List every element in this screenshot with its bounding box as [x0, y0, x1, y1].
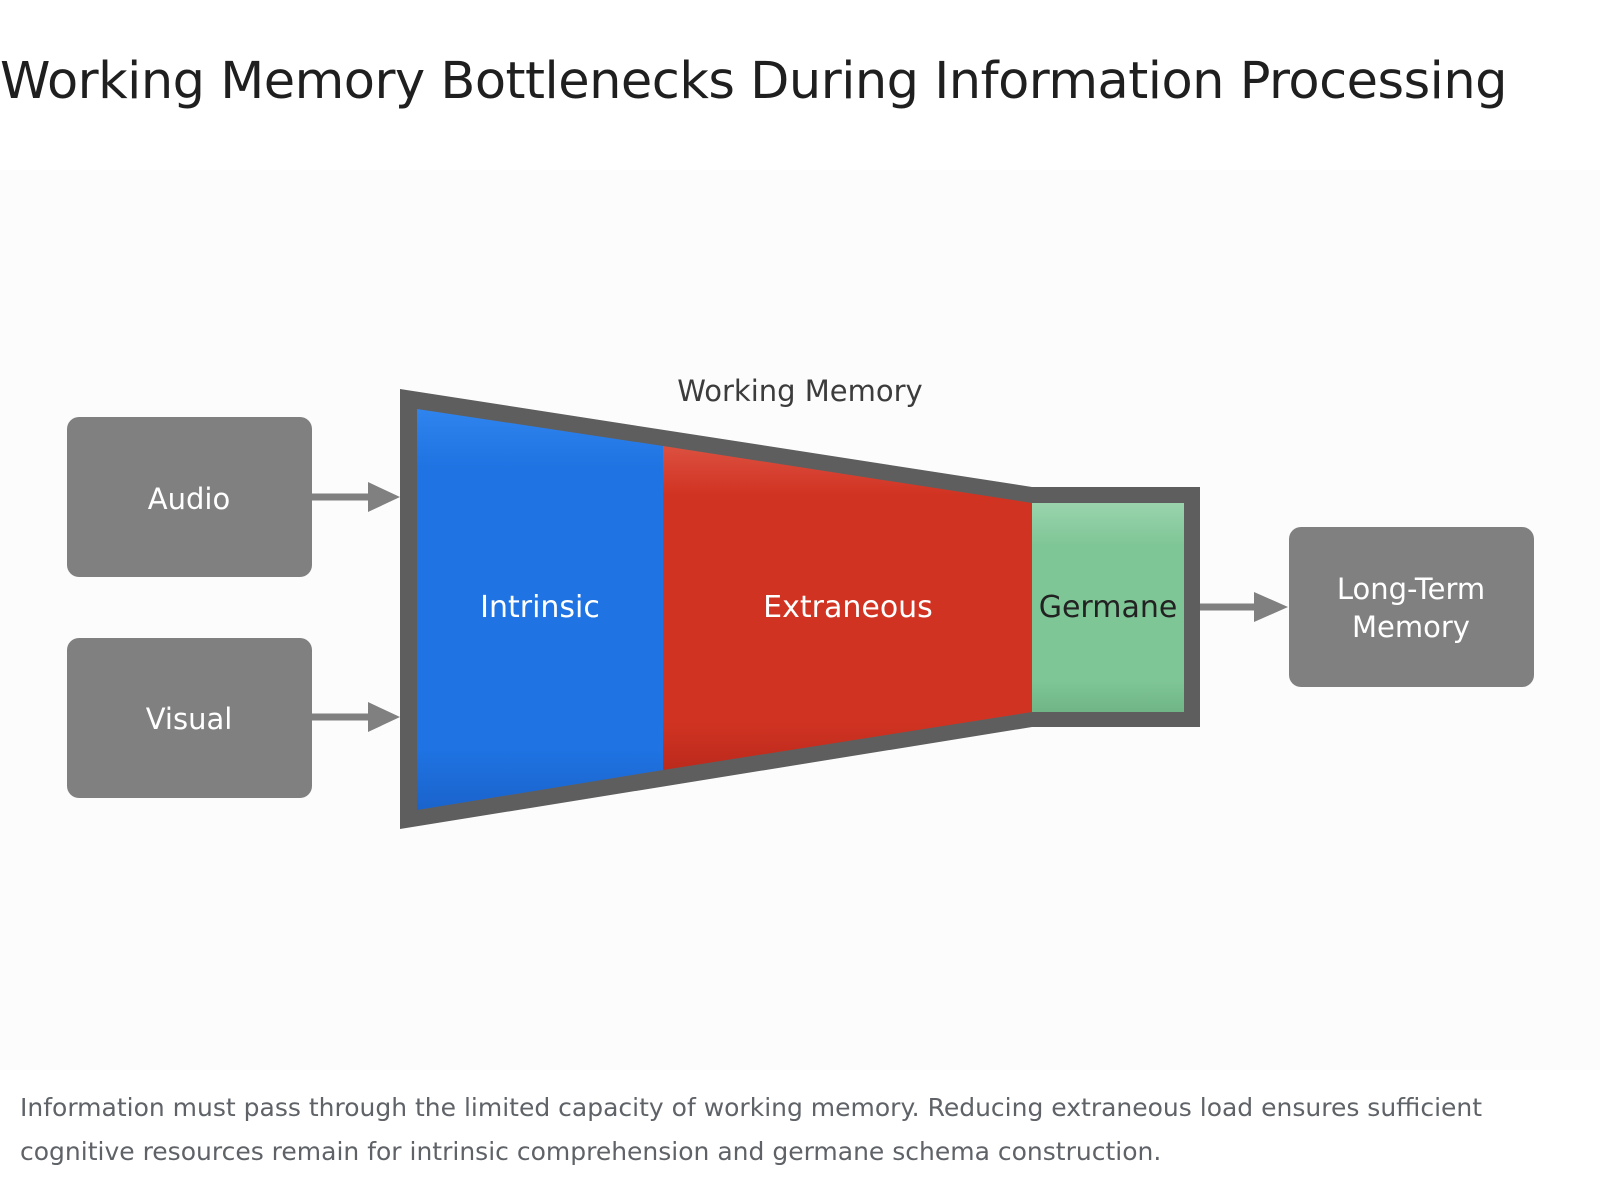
- long-term-memory-label-line1: Long-Term: [1337, 572, 1485, 606]
- audio-box: [67, 417, 312, 577]
- visual-arrow: [312, 702, 400, 732]
- working-memory-label: Working Memory: [677, 374, 922, 408]
- intrinsic-label: Intrinsic: [480, 590, 600, 625]
- audio-label: Audio: [148, 482, 230, 516]
- audio-arrow: [312, 482, 400, 512]
- long-term-memory-box: [1289, 527, 1534, 687]
- caption: Information must pass through the limite…: [20, 1093, 1483, 1166]
- output-arrow: [1200, 592, 1288, 622]
- intrinsic-segment: [417, 409, 663, 810]
- germane-segment: [1032, 503, 1184, 712]
- visual-label: Visual: [146, 702, 233, 736]
- page-title: Working Memory Bottlenecks During Inform…: [0, 52, 1508, 111]
- germane-label: Germane: [1039, 590, 1178, 625]
- visual-box: [67, 638, 312, 798]
- extraneous-label: Extraneous: [763, 590, 933, 625]
- extraneous-segment: [663, 446, 1032, 770]
- long-term-memory-label-line2: Memory: [1352, 610, 1470, 644]
